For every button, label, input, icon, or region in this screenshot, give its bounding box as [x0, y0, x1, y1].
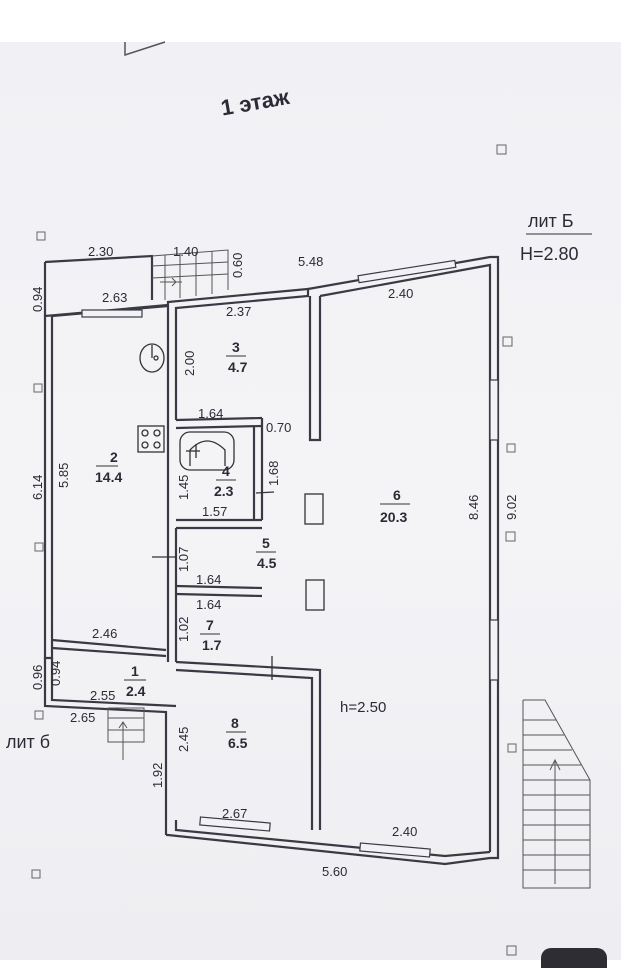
dim-1-07: 1.07 [176, 547, 191, 572]
room-3-number: 3 [232, 339, 240, 355]
dim-9-02: 9.02 [504, 495, 519, 520]
dim-0-94-top: 0.94 [30, 287, 45, 312]
dim-1-64-a: 1.64 [198, 406, 223, 421]
dim-1-45: 1.45 [176, 475, 191, 500]
room-4-area: 2.3 [214, 483, 234, 499]
dim-1-40: 1.40 [173, 244, 198, 259]
dim-2-55: 2.55 [90, 688, 115, 703]
room-3-area: 4.7 [228, 359, 248, 375]
vent-lower [305, 579, 325, 611]
dim-2-30: 2.30 [88, 244, 113, 259]
dim-2-65: 2.65 [70, 710, 95, 725]
dim-2-37: 2.37 [226, 304, 251, 319]
dim-1-57: 1.57 [202, 504, 227, 519]
entrance-steps [107, 707, 145, 760]
room-2-number: 2 [110, 449, 118, 465]
dim-2-67: 2.67 [222, 806, 247, 821]
dim-2-63: 2.63 [102, 290, 127, 305]
room-8-number: 8 [231, 715, 239, 731]
dim-2-00: 2.00 [182, 351, 197, 376]
windows [81, 259, 499, 858]
fixtures [137, 343, 325, 680]
room-5-number: 5 [262, 535, 270, 551]
dim-6-14: 6.14 [30, 475, 45, 500]
floor-title: 1 этаж [219, 84, 292, 121]
room-labels: 2 14.4 3 4.7 4 2.3 5 4.5 6 20.3 7 1.7 8 … [95, 339, 410, 751]
room-1-number: 1 [131, 663, 139, 679]
dim-1-92: 1.92 [150, 763, 165, 788]
outdoor-stair [522, 699, 591, 889]
room-5-area: 4.5 [257, 555, 277, 571]
lit-main-label: лит Б [528, 211, 574, 231]
dim-1-68: 1.68 [266, 461, 281, 486]
dim-1-02: 1.02 [176, 617, 191, 642]
room-4-number: 4 [222, 463, 230, 479]
toilet-icon [139, 343, 165, 373]
dim-0-96: 0.96 [30, 665, 45, 690]
dim-2-46: 2.46 [92, 626, 117, 641]
dim-5-60: 5.60 [322, 864, 347, 879]
top-stairs [151, 249, 229, 300]
dim-8-46: 8.46 [466, 495, 481, 520]
ceiling-main-label: H=2.80 [520, 244, 579, 264]
dimension-labels: 2.30 1.40 0.60 5.48 2.40 0.94 2.63 2.37 … [30, 244, 519, 879]
sheet-fragment-line [124, 41, 166, 57]
stove-icon [137, 425, 165, 453]
markers [31, 144, 517, 956]
room-7-area: 1.7 [202, 637, 222, 653]
bathtub-icon [179, 431, 235, 471]
dim-1-64-b: 1.64 [196, 572, 221, 587]
room-2-area: 14.4 [95, 469, 122, 485]
room-7-number: 7 [206, 617, 214, 633]
bottom-tab-handle [541, 948, 607, 968]
dim-0-94-bottom: 0.94 [48, 661, 63, 686]
dim-2-40-bottom: 2.40 [392, 824, 417, 839]
room-1-area: 2.4 [126, 683, 146, 699]
lit-small-label: лит б [6, 732, 50, 752]
dim-2-45: 2.45 [176, 727, 191, 752]
dim-0-70: 0.70 [266, 420, 291, 435]
vent-upper [304, 493, 324, 525]
dim-1-64-c: 1.64 [196, 597, 221, 612]
dim-5-85: 5.85 [56, 463, 71, 488]
room-8-area: 6.5 [228, 735, 248, 751]
room-6-area: 20.3 [380, 509, 407, 525]
dim-5-48: 5.48 [298, 254, 323, 269]
floor-plan-sheet [0, 42, 621, 960]
dim-0-60: 0.60 [230, 253, 245, 278]
ceiling-room6-label: h=2.50 [340, 699, 386, 716]
room-6-number: 6 [393, 487, 401, 503]
dim-2-40-top: 2.40 [388, 286, 413, 301]
